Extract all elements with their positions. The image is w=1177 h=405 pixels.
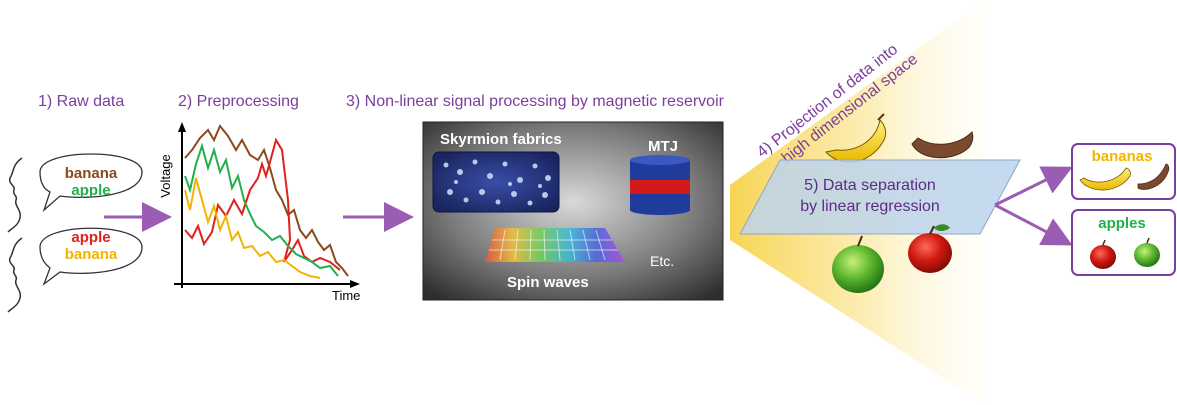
skyrmion-label: Skyrmion fabrics — [440, 131, 562, 148]
mtj-stack — [630, 155, 690, 215]
spin-waves-label: Spin waves — [507, 274, 589, 291]
apple-red-floating — [908, 224, 952, 273]
step5-line1: 5) Data separation — [804, 177, 936, 194]
step1-title: 1) Raw data — [38, 93, 125, 110]
step5-line2: by linear regression — [800, 198, 940, 215]
apple-green-floating — [832, 235, 884, 293]
step2-title: 2) Preprocessing — [178, 93, 299, 110]
step3-title: 3) Non-linear signal processing by magne… — [346, 93, 724, 110]
bananas-label: bananas — [1092, 148, 1153, 165]
signal-red — [184, 137, 341, 271]
signal-green — [184, 142, 339, 277]
regression-plane: 5) Data separation by linear regression — [739, 159, 1021, 235]
apples-label: apples — [1098, 215, 1146, 232]
magnetic-reservoir-panel: Skyrmion fabrics MTJ — [422, 121, 724, 301]
signal-plot: Voltage Time — [158, 122, 360, 303]
face-silhouette-top — [7, 157, 23, 233]
bubble1-line1: banana — [65, 165, 118, 182]
signal-brown — [184, 124, 349, 277]
bubble1-line2: apple — [71, 182, 110, 199]
voltage-axis-label: Voltage — [158, 154, 173, 197]
etc-label: Etc. — [650, 253, 674, 269]
bananas-result-box: bananas — [1071, 143, 1176, 200]
arrow-to-apples — [994, 203, 1073, 246]
bubble2-line2: banana — [65, 246, 118, 263]
bubble2-line1: apple — [71, 229, 110, 246]
banana-brown-floating — [911, 131, 974, 159]
speech-bubble-1: banana apple — [39, 153, 143, 213]
face-silhouette-bottom — [7, 237, 23, 313]
arrow-to-bananas — [994, 166, 1073, 207]
time-axis-label: Time — [332, 288, 360, 303]
signal-yellow — [184, 177, 321, 279]
speech-bubble-2: apple banana — [39, 227, 143, 286]
spin-waves-image — [485, 228, 625, 262]
skyrmion-fabric-image — [432, 151, 560, 213]
mtj-label: MTJ — [648, 138, 678, 155]
apples-result-box: apples — [1071, 209, 1176, 276]
skyrmion-dots — [443, 159, 551, 206]
